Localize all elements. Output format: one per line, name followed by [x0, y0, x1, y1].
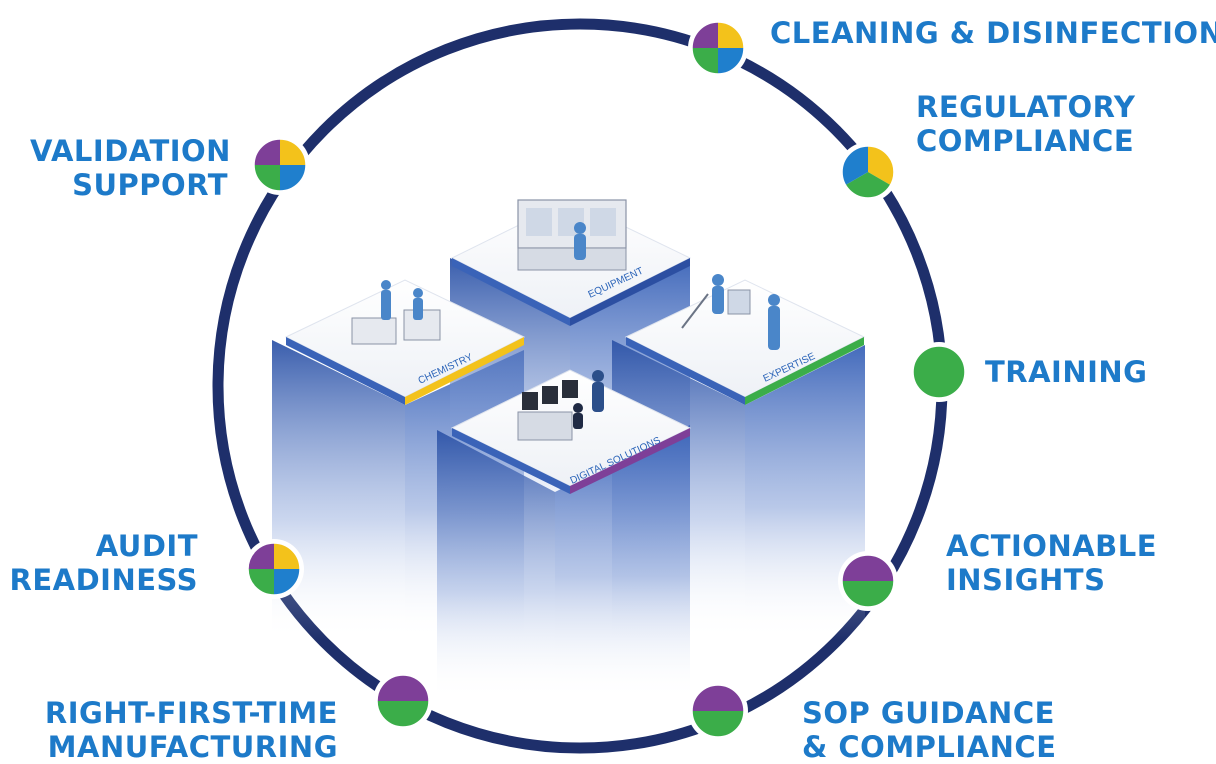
cleaning-cart [727, 289, 751, 315]
marker-audit-icon [244, 539, 304, 599]
label-rft-line2: MANUFACTURING [47, 730, 338, 764]
marker-sop-icon [688, 681, 748, 741]
inspector-figure [768, 294, 780, 306]
tile-chemistry: CHEMISTRY [284, 279, 526, 405]
marker-actionable-icon [838, 551, 898, 611]
operator-figure [574, 222, 586, 234]
column-chemistry [272, 340, 405, 640]
analyst-figure [592, 370, 604, 382]
column-digital [437, 430, 555, 700]
tile-equipment: EQUIPMENT [450, 199, 692, 326]
label-sop-guidance: SOP GUIDANCE & COMPLIANCE [802, 696, 1057, 764]
label-actionable-insights: ACTIONABLE INSIGHTS [946, 529, 1157, 597]
label-training: TRAINING [985, 355, 1148, 389]
label-regulatory-compliance: REGULATORY COMPLIANCE [916, 90, 1135, 158]
label-sop-line2: & COMPLIANCE [802, 730, 1057, 764]
label-validation-line1: VALIDATION [30, 134, 231, 168]
label-audit-line1: AUDIT [95, 529, 198, 563]
label-validation-line2: SUPPORT [72, 168, 228, 202]
marker-rft-icon [373, 671, 433, 731]
marker-cleaning-icon [688, 18, 748, 78]
label-actionable-line1: ACTIONABLE [946, 529, 1158, 563]
marker-validation-icon [250, 135, 310, 195]
monitor [522, 392, 538, 410]
lab-bench [351, 317, 397, 345]
label-rft-manufacturing: RIGHT-FIRST-TIME MANUFACTURING [30, 696, 338, 764]
label-sop-line1: SOP GUIDANCE [802, 696, 1055, 730]
cleaner-figure [712, 274, 724, 286]
label-regulatory-line2: COMPLIANCE [916, 124, 1135, 158]
label-validation-support: VALIDATION SUPPORT [30, 134, 231, 202]
label-regulatory-line1: REGULATORY [916, 90, 1136, 124]
control-desk [517, 411, 573, 441]
label-actionable-line2: INSIGHTS [946, 563, 1106, 597]
label-cleaning-disinfection: CLEANING & DISINFECTION [770, 16, 1216, 50]
label-audit-readiness: AUDIT READINESS [8, 529, 198, 597]
marker-regulatory-icon [838, 142, 898, 202]
chemist-figure [381, 280, 391, 290]
column-expertise-right [745, 345, 865, 640]
label-audit-line2: READINESS [9, 563, 198, 597]
tile-expertise: EXPERTISE [624, 274, 866, 405]
marker-training-icon [909, 342, 969, 402]
column-digital-right [555, 425, 690, 700]
pillar-markers [244, 18, 969, 741]
label-rft-line1: RIGHT-FIRST-TIME [44, 696, 338, 730]
